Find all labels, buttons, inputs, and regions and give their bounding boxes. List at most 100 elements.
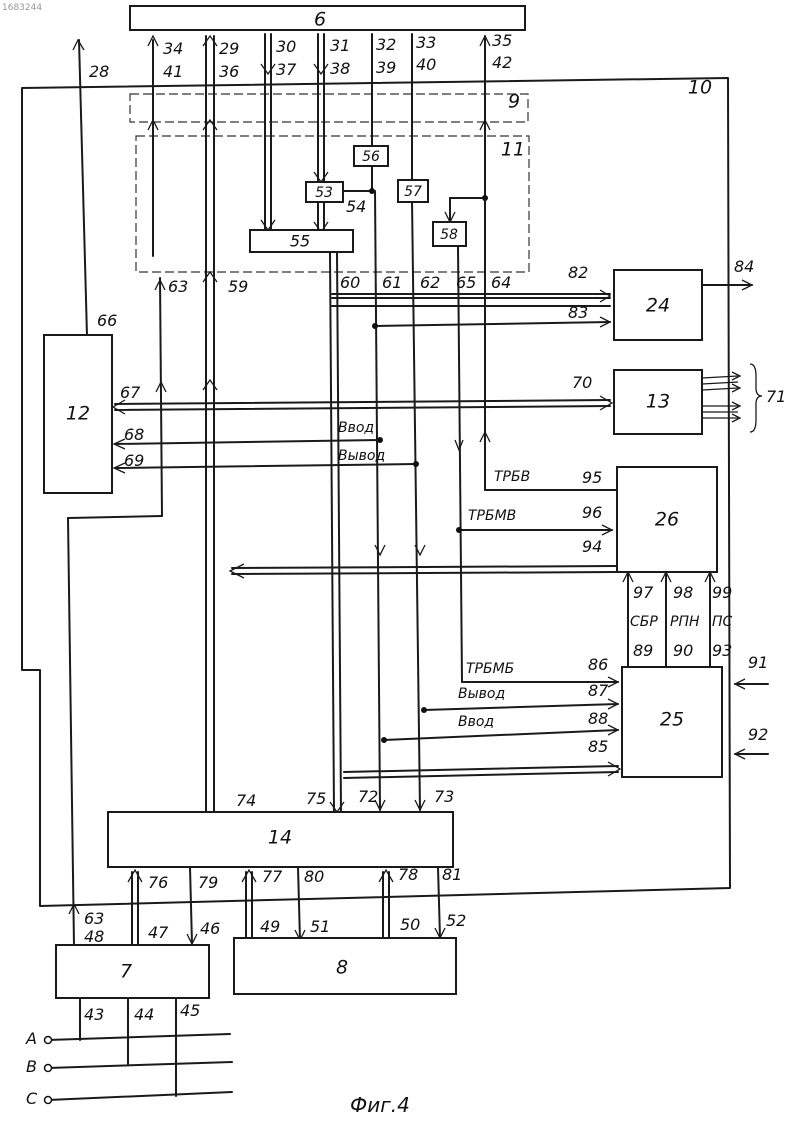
phase-b-line [48,1062,232,1068]
arrow-38 [314,172,328,182]
label-79: 79 [198,873,218,892]
label-89: 89 [633,641,653,660]
label-98: 98 [673,583,693,602]
label-32: 32 [376,35,396,54]
label-66: 66 [97,311,117,330]
label-37: 37 [276,60,297,79]
line-83 [375,322,610,326]
label-34: 34 [163,39,183,58]
node-83 [372,323,378,329]
arrow-76 [128,870,142,882]
label-45: 45 [180,1001,200,1020]
label-39: 39 [376,58,396,77]
label-63-top: 63 [168,277,188,296]
label-74: 74 [236,791,256,810]
label-49: 49 [260,917,280,936]
label-70: 70 [572,373,592,392]
line-61-72 [375,191,380,810]
label-36: 36 [219,62,239,81]
line-67-70b [115,406,610,410]
label-41: 41 [163,62,183,81]
phase-a-line [48,1034,230,1040]
block-55-label: 55 [290,232,310,251]
label-78: 78 [398,865,418,884]
line-62-73 [412,200,420,810]
block-57-label: 57 [404,184,422,200]
label-54: 54 [346,197,366,216]
node-87 [421,707,427,713]
signal-ps: ПС [712,614,733,630]
line-94 [232,566,617,568]
terminal-b [45,1065,52,1072]
label-50: 50 [400,915,420,934]
label-67: 67 [120,383,141,402]
label-75: 75 [306,789,326,808]
line-85b [344,772,618,778]
terminal-c-label: C [26,1089,38,1108]
label-91: 91 [748,653,768,672]
line-60-75 [330,252,334,812]
label-84: 84 [734,257,754,276]
line-63-48 [68,518,74,946]
block-53-label: 53 [315,185,333,201]
label-44: 44 [134,1005,154,1024]
block-26-label: 26 [655,509,679,531]
line-69 [115,464,416,468]
arrow-82 [600,290,610,302]
block-12-label: 12 [66,403,90,425]
label-35: 35 [492,31,512,50]
block-7-label: 7 [120,961,132,983]
terminal-c [45,1097,52,1104]
block-24-label: 24 [646,295,670,317]
label-31: 31 [330,36,350,55]
line-94b [232,572,617,574]
label-97: 97 [633,583,654,602]
label-72: 72 [358,787,378,806]
label-86: 86 [588,655,608,674]
label-63-bottom: 63 [84,909,104,928]
label-88: 88 [588,709,608,728]
label-82: 82 [568,263,588,282]
node-58 [482,195,488,201]
label-47: 47 [148,923,169,942]
label-65: 65 [456,273,476,292]
arrow-70 [600,396,612,410]
label-38: 38 [330,59,350,78]
block-9-label: 9 [508,91,520,113]
label-33: 33 [416,33,436,52]
label-71: 71 [766,387,786,406]
signal-vvod-1: Ввод [338,420,374,436]
label-95: 95 [582,468,602,487]
label-60: 60 [340,273,360,292]
line-81-52 [438,867,440,938]
signal-sbr: СБР [630,614,658,630]
signal-trbmv: ТРБМВ [468,508,516,524]
label-73: 73 [434,787,454,806]
signal-vyvod-2: Вывод [458,686,505,702]
label-51: 51 [310,917,330,936]
block-9 [130,94,528,122]
line-80-51 [298,867,300,940]
block-56-label: 56 [362,149,380,165]
line-68 [115,440,380,444]
arrow-77 [242,870,256,882]
arrow-94 [230,564,244,578]
label-42: 42 [492,53,512,72]
label-80: 80 [304,867,324,886]
label-69: 69 [124,451,144,470]
arrow-85 [608,762,620,776]
figure-caption: Фиг.4 [350,1093,410,1117]
label-94: 94 [582,537,602,556]
terminal-a [45,1037,52,1044]
block-11-label: 11 [501,139,525,161]
label-81: 81 [442,865,462,884]
signal-vvod-2: Ввод [458,714,494,730]
phase-c-line [48,1092,232,1100]
line-63 [160,278,162,516]
outputs-71 [702,372,740,422]
label-46: 46 [200,919,220,938]
block-14-label: 14 [268,827,292,849]
block-6-label: 6 [314,9,326,31]
node-68 [377,437,383,443]
block-10-label: 10 [688,77,712,99]
